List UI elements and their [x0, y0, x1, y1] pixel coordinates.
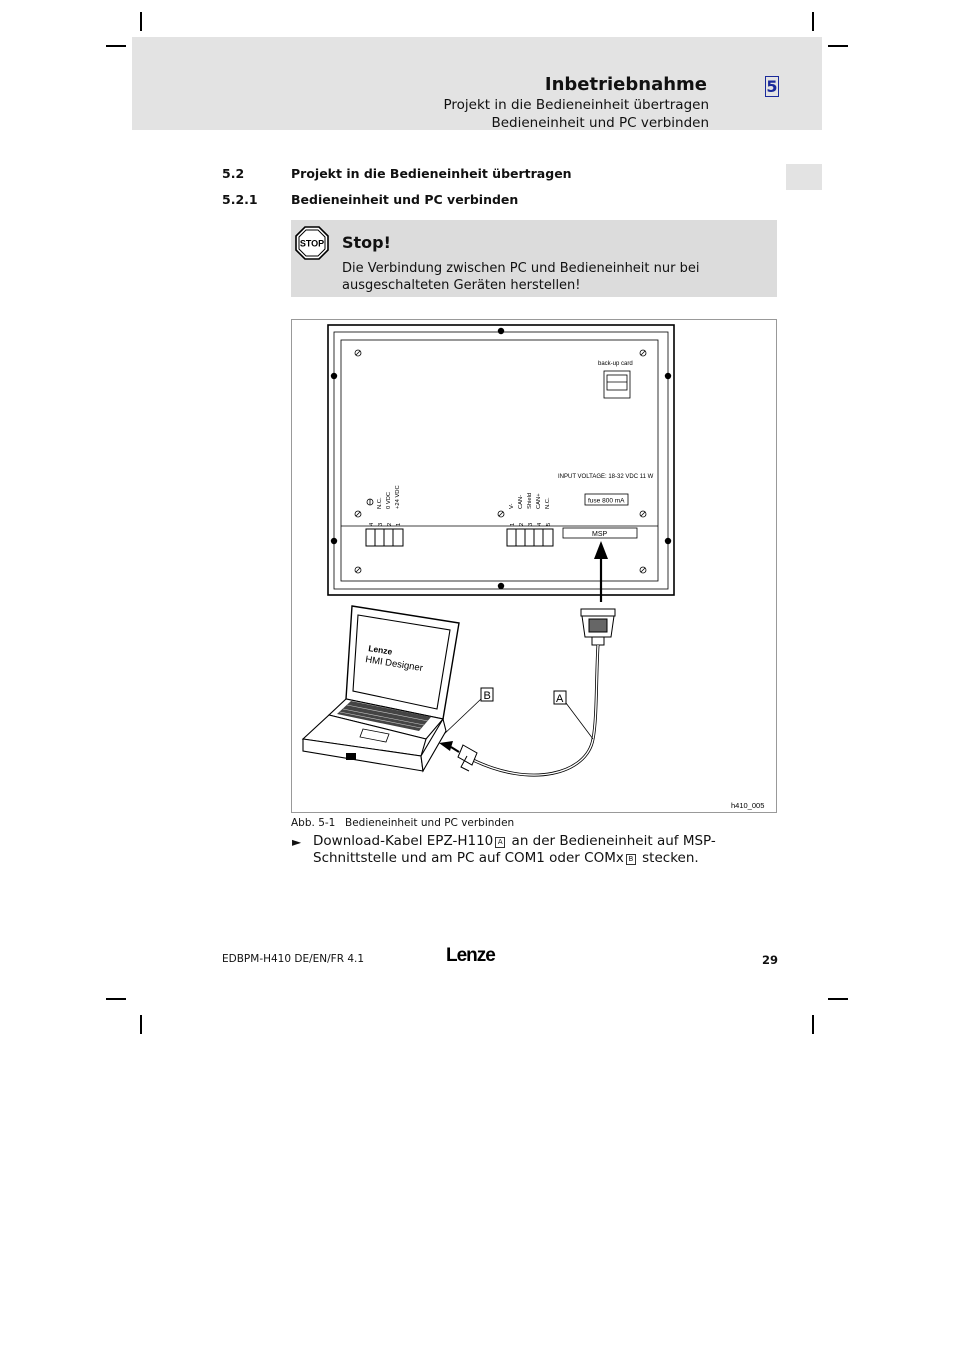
section-title: Bedieneinheit und PC verbinden — [291, 192, 519, 207]
bullet-arrow-icon: ► — [292, 835, 302, 849]
document-id: EDBPM-H410 DE/EN/FR 4.1 — [222, 953, 365, 965]
terminal-label: +24 VDC — [395, 485, 401, 509]
terminal-label: V- — [509, 503, 515, 509]
laptop-brand: Lenze — [368, 643, 394, 657]
mounting-points — [330, 327, 672, 590]
input-voltage-label: INPUT VOLTAGE: 18-32 VDC 11 W — [558, 474, 654, 480]
connection-diagram: back-up card INPUT VOLTAGE: 18-32 VDC 11… — [301, 324, 764, 810]
crop-mark — [106, 998, 126, 1000]
laptop-pc — [301, 605, 460, 773]
terminal-number: 4 — [537, 522, 543, 526]
section-title: Projekt in die Bedieneinheit übertragen — [291, 166, 572, 181]
terminal-label: CAN+ — [536, 493, 542, 509]
terminal-label: N.C. — [377, 497, 383, 509]
instruction-part: an der Bedieneinheit auf MSP-Schnittstel… — [313, 833, 716, 866]
fuse-box — [584, 493, 629, 506]
crop-mark — [812, 12, 814, 31]
laptop-touchpad — [359, 728, 390, 743]
stop-text: Die Verbindung zwischen PC und Bedienein… — [342, 261, 700, 293]
terminal-label: N.C. — [545, 497, 551, 509]
chapter-number: 5 — [765, 76, 779, 97]
figure-id: h410_005 — [731, 801, 764, 810]
power-terminal-block — [365, 528, 404, 547]
lenze-logo-text: Lenze — [446, 945, 495, 965]
section-number: 5.2 — [222, 166, 245, 181]
stop-sign-icon: STOP — [295, 226, 329, 260]
crop-mark — [140, 12, 142, 31]
callout-a-ref: A — [495, 837, 506, 848]
crop-mark — [812, 1015, 814, 1034]
instruction-part: stecken. — [637, 850, 699, 866]
backup-card-slot — [603, 370, 631, 399]
crop-mark — [140, 1015, 142, 1034]
screw-icons — [354, 349, 647, 574]
terminal-number: 4 — [369, 522, 375, 526]
lenze-logo: Lenze — [446, 945, 496, 965]
terminal-number: 3 — [378, 523, 384, 526]
plug-arrow-head — [439, 741, 453, 751]
stop-title: Stop! — [342, 233, 391, 252]
terminal-number: 2 — [387, 523, 393, 526]
dsub-connector — [580, 608, 616, 646]
callout-a-box — [553, 690, 567, 705]
page-number: 29 — [762, 953, 779, 967]
msp-label: MSP — [592, 531, 608, 538]
callout-b: B — [484, 690, 491, 702]
chapter-side-tab — [786, 164, 822, 190]
serial-plug — [457, 744, 478, 772]
terminal-label: Shield — [527, 493, 533, 509]
figure-caption-number: Abb. 5-1 — [291, 817, 336, 829]
callout-b-box — [480, 687, 494, 702]
terminal-number: 2 — [519, 523, 525, 526]
insert-arrow-head — [594, 541, 608, 559]
ground-icon — [366, 498, 374, 506]
terminal-label: CAN- — [518, 495, 524, 509]
figure-caption: Bedieneinheit und PC verbinden — [345, 817, 515, 829]
operating-unit-frame — [327, 324, 675, 596]
header-band — [132, 37, 822, 130]
terminal-number: 5 — [546, 523, 552, 526]
figure-frame — [291, 319, 777, 813]
callout-b-ref: B — [625, 854, 636, 865]
stop-sign-text: STOP — [300, 239, 324, 249]
callout-a: A — [556, 693, 564, 705]
crop-mark — [106, 45, 126, 47]
backup-label: back-up card — [598, 361, 633, 367]
fuse-label: fuse 800 mA — [588, 498, 625, 505]
stop-notice — [291, 220, 777, 297]
terminal-number: 3 — [528, 523, 534, 526]
header-subtitle: Bedieneinheit und PC verbinden — [491, 115, 709, 131]
laptop-led — [346, 753, 356, 760]
msp-port — [562, 527, 638, 539]
crop-mark — [828, 45, 848, 47]
terminal-number: 1 — [396, 523, 402, 526]
laptop-keyboard — [337, 701, 431, 731]
crop-mark — [828, 998, 848, 1000]
can-terminal-block — [506, 528, 554, 547]
header-subtitle: Projekt in die Bedieneinheit übertragen — [443, 97, 709, 113]
terminal-label: 0 VDC — [386, 492, 392, 509]
terminal-number: 1 — [510, 523, 516, 526]
instruction-part: Download-Kabel EPZ-H110 — [313, 833, 494, 849]
chapter-title: Inbetriebnahme — [544, 74, 707, 95]
section-number: 5.2.1 — [222, 192, 258, 207]
